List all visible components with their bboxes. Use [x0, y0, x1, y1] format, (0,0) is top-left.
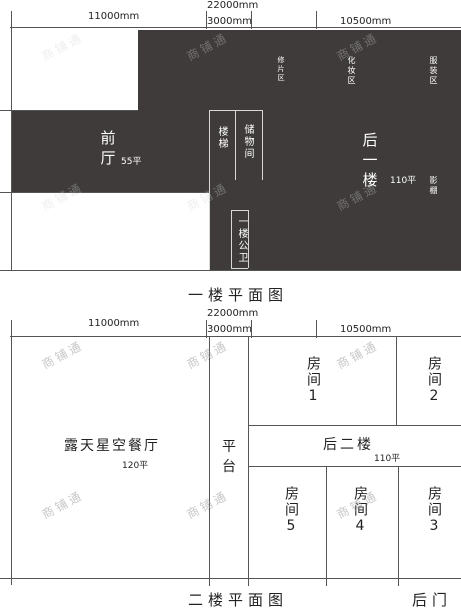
wall-line — [0, 192, 209, 193]
stairs-label: 楼梯 — [216, 126, 227, 150]
dim-line — [11, 320, 12, 585]
wall-line — [0, 270, 461, 271]
watermark: 商铺通 — [39, 338, 86, 372]
storage-label: 储物间 — [242, 124, 253, 160]
partition — [209, 110, 210, 270]
zone-studio: 影棚 — [429, 176, 438, 196]
partition — [231, 210, 232, 268]
watermark: 商铺通 — [39, 488, 86, 522]
zone-costume: 服装区 — [429, 56, 438, 86]
wall-line — [396, 336, 397, 426]
partition — [235, 110, 236, 180]
room-2-label: 房间2 — [426, 356, 442, 406]
dim-tick — [251, 11, 252, 29]
dim-line — [11, 11, 12, 271]
wall-line — [326, 466, 327, 586]
wall-line — [248, 336, 249, 586]
back-floor2-label: 后二楼 — [323, 437, 374, 453]
dim-left: 11000mm — [88, 318, 140, 329]
watermark: 商铺通 — [39, 30, 86, 64]
platform-label: 平台 — [222, 439, 236, 475]
dim-middle: 3000mm — [207, 324, 252, 335]
wall-line — [248, 425, 461, 426]
room-5-label: 房间5 — [283, 486, 299, 536]
watermark: 商铺通 — [184, 488, 231, 522]
zone-makeup: 化妆区 — [347, 56, 356, 86]
front-hall-label: 前厅 — [100, 129, 116, 167]
room-1-label: 房间1 — [305, 356, 321, 406]
terrace-label: 露天星空餐厅 — [64, 438, 160, 454]
watermark: 商铺通 — [184, 338, 231, 372]
wall-line — [248, 466, 461, 467]
dim-middle: 3000mm — [207, 16, 252, 27]
dim-tick — [206, 320, 207, 338]
dim-right: 10500mm — [340, 16, 392, 27]
partition — [209, 110, 262, 111]
dim-line — [10, 336, 461, 337]
watermark: 商铺通 — [334, 338, 381, 372]
partition — [231, 210, 248, 211]
dim-total: 22000mm — [207, 0, 259, 11]
front-hall-area: 55平 — [121, 157, 142, 167]
partition — [262, 110, 263, 180]
zone-repair: 修片区 — [277, 56, 285, 83]
dim-tick — [251, 320, 252, 338]
dim-tick — [206, 11, 207, 29]
back-floor-bottom — [209, 192, 461, 270]
wall-line — [0, 578, 461, 579]
restroom-label: 一楼公卫 — [236, 216, 247, 264]
dim-tick — [316, 11, 317, 29]
dim-tick — [316, 320, 317, 338]
wall-line — [209, 336, 210, 586]
partition — [248, 210, 249, 268]
dim-right: 10500mm — [340, 324, 392, 335]
terrace-area: 120平 — [122, 461, 149, 471]
back-floor2-area: 110平 — [374, 454, 401, 464]
wall-line — [398, 466, 399, 586]
back-floor-top — [138, 30, 461, 110]
main-band — [12, 110, 461, 192]
dim-total: 22000mm — [207, 308, 259, 319]
room-4-label: 房间4 — [352, 486, 368, 536]
dim-left: 11000mm — [88, 11, 140, 22]
floor1-title: 一楼平面图 — [188, 286, 289, 304]
dim-line — [10, 27, 461, 28]
back-floor-label: 后一楼 — [362, 131, 378, 189]
room-3-label: 房间3 — [426, 486, 442, 536]
partition — [231, 268, 248, 269]
wall-line — [0, 110, 138, 111]
back-floor-area: 110平 — [390, 176, 417, 186]
